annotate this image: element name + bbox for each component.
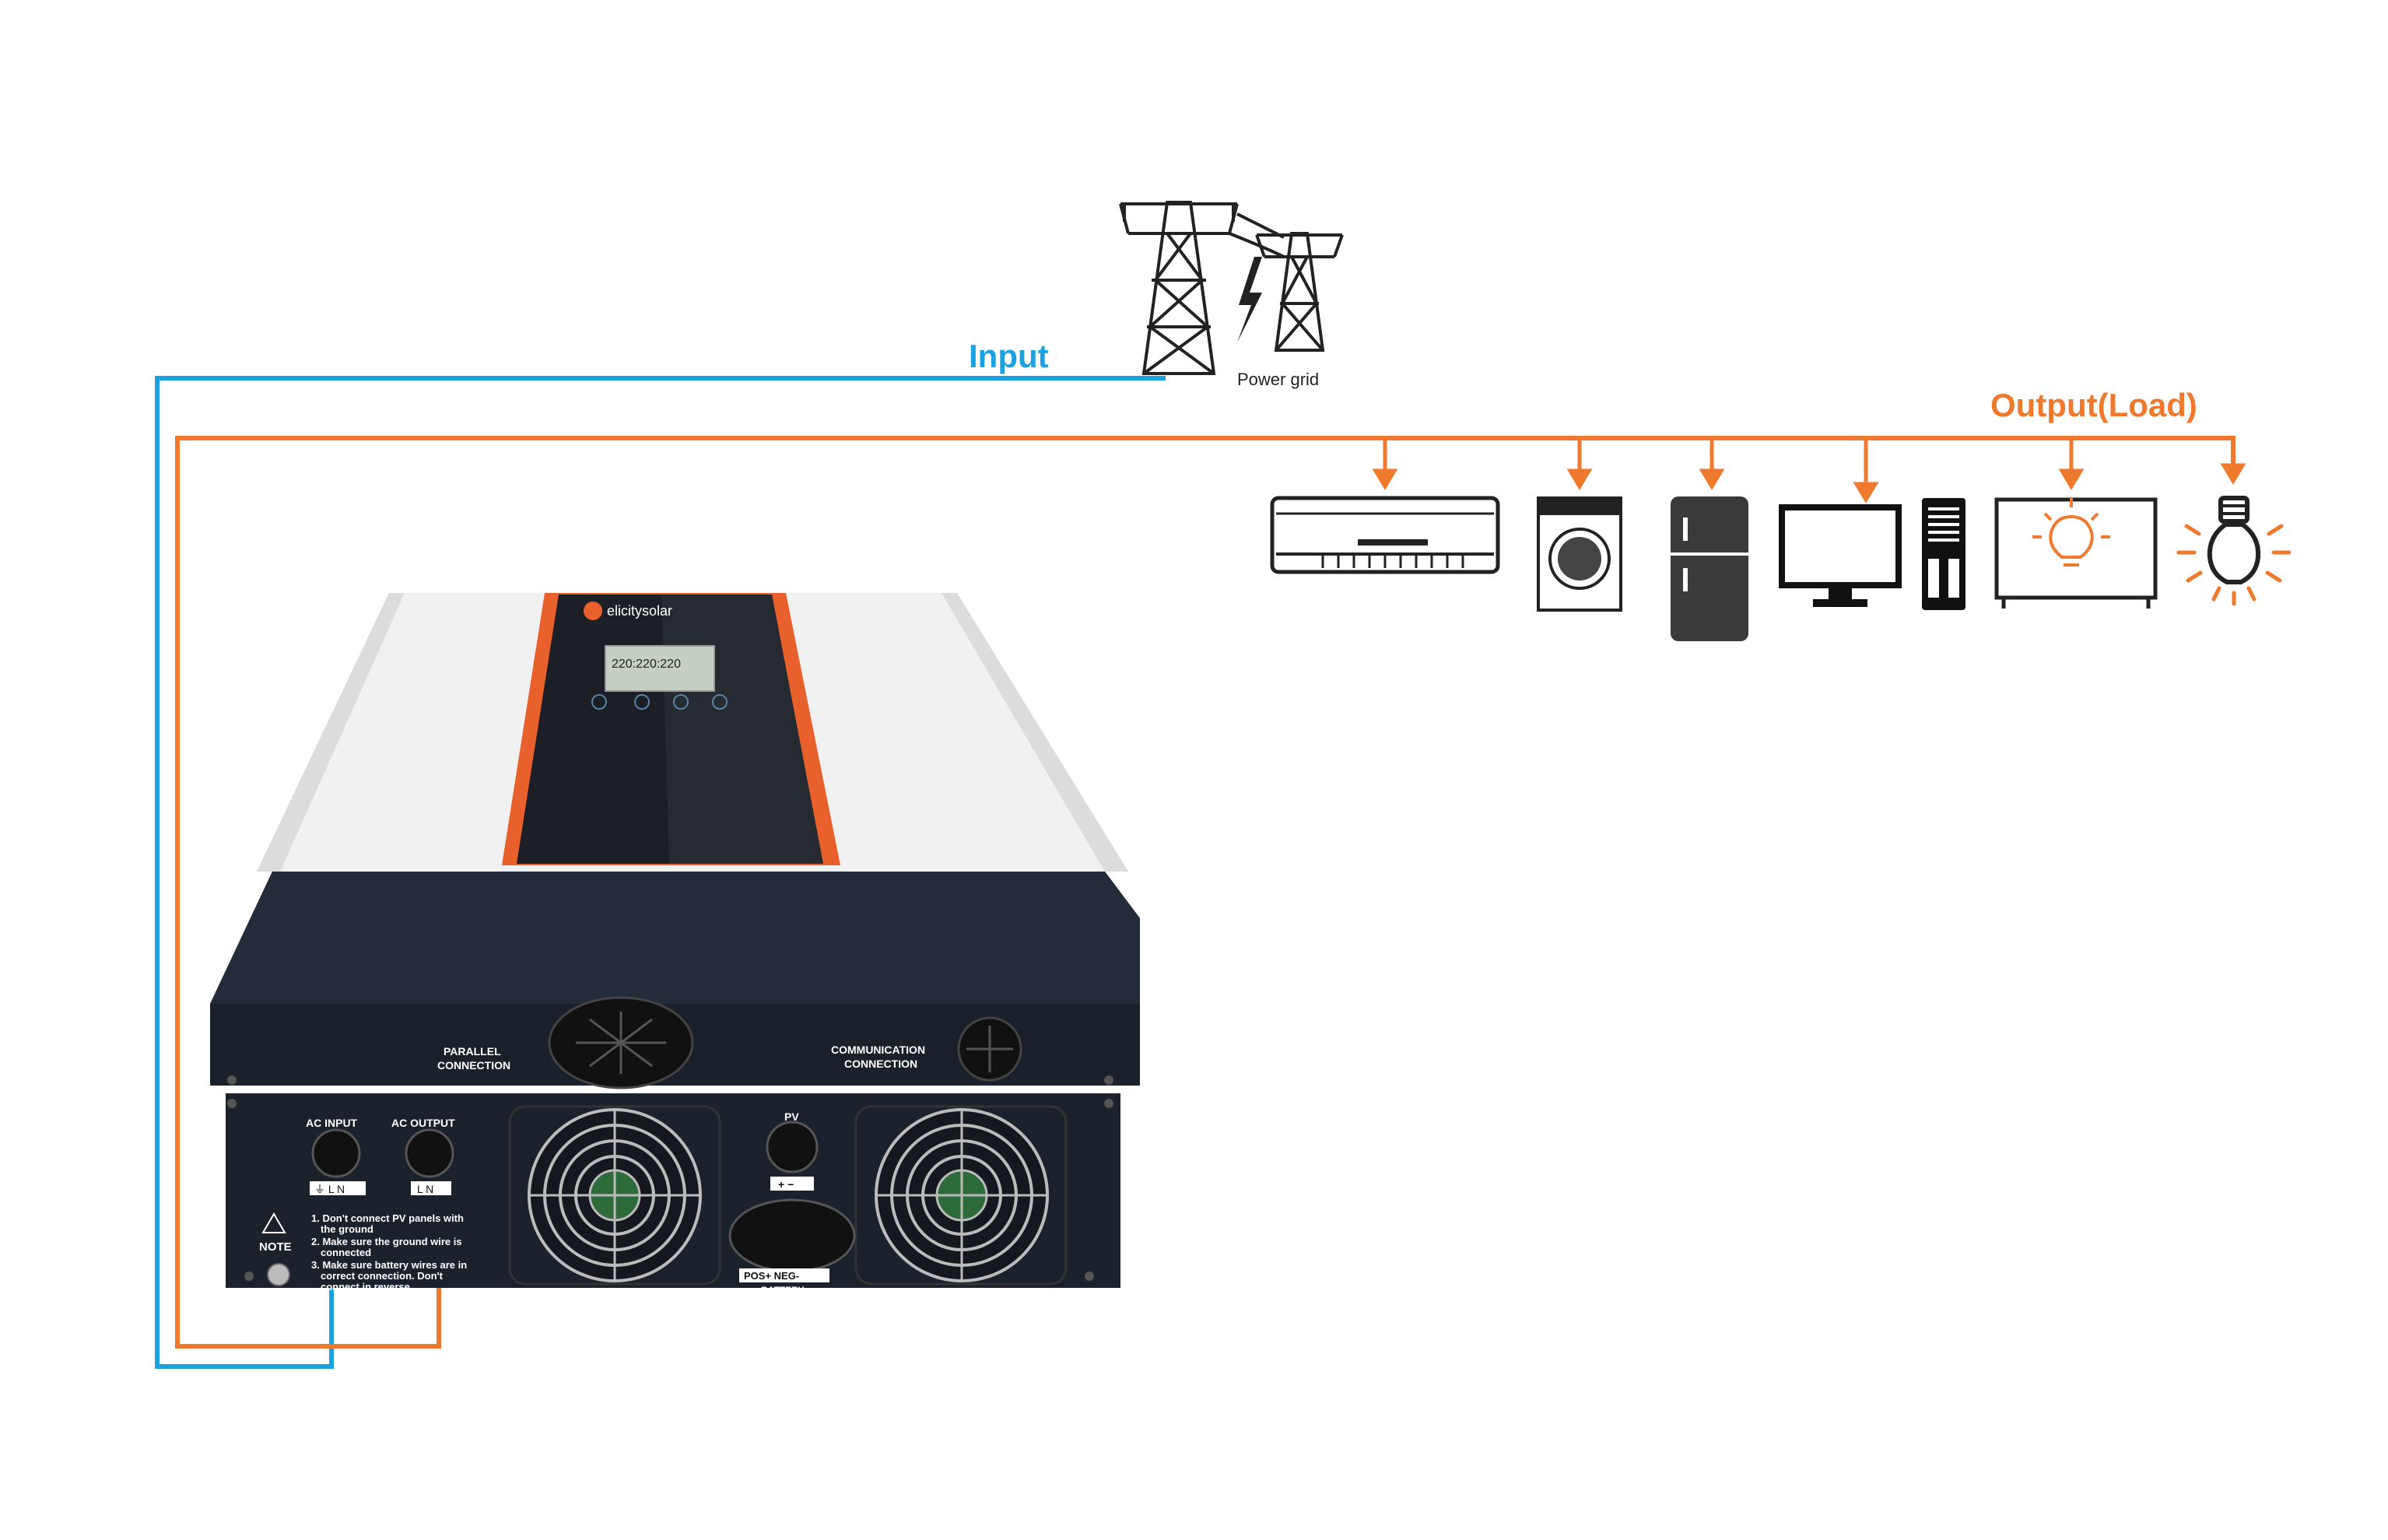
ac-output-label: AC OUTPUT	[391, 1117, 455, 1129]
inverter-brand: elicitysolar	[607, 603, 672, 619]
power-grid-icon	[1119, 201, 1344, 375]
inverter-buttons	[591, 694, 728, 710]
pv-port	[766, 1121, 819, 1173]
ac-input-label: AC INPUT	[306, 1117, 358, 1129]
parallel-label-2: CONNECTION	[437, 1059, 510, 1072]
pv-label: PV	[784, 1110, 799, 1123]
pv-terminals: + −	[778, 1178, 794, 1191]
svg-text:1. Don't connect PV panels wit: 1. Don't connect PV panels with	[311, 1212, 464, 1224]
communication-label-1: COMMUNICATION	[831, 1044, 925, 1056]
refrigerator-icon	[1671, 496, 1748, 641]
input-line	[155, 376, 1166, 1369]
air-conditioner-icon	[1270, 496, 1500, 574]
ac-output-port	[405, 1128, 454, 1178]
output-label: Output(Load)	[1990, 387, 2197, 423]
output-line	[175, 436, 2235, 1349]
cooling-fan-right	[854, 1105, 1068, 1286]
desktop-computer-icon	[1779, 498, 1965, 610]
ac-input-terminals: ⏚ L N	[314, 1183, 345, 1195]
load-drop-arrows	[1372, 438, 2246, 503]
communication-label-2: CONNECTION	[844, 1058, 917, 1070]
note-heading: NOTE	[259, 1240, 292, 1254]
ac-output-terminals: L N	[417, 1183, 433, 1195]
svg-text:connect in reverse.: connect in reverse.	[321, 1281, 413, 1293]
tv-icon	[1994, 497, 2158, 609]
lcd-readout: 220:220:220	[612, 658, 681, 671]
ground-screw-icon	[267, 1263, 290, 1286]
svg-text:2. Make sure the ground wire i: 2. Make sure the ground wire is	[311, 1236, 462, 1247]
inverter-lcd	[605, 645, 715, 692]
parallel-label-1: PARALLEL	[444, 1045, 501, 1058]
panel-screws	[227, 1075, 1113, 1281]
svg-text:connected: connected	[321, 1247, 371, 1258]
washing-machine-icon	[1537, 496, 1622, 612]
svg-text:the ground: the ground	[321, 1223, 373, 1235]
power-grid-label: Power grid	[1237, 370, 1319, 389]
inverter-notes: 1. Don't connect PV panels with the grou…	[311, 1212, 467, 1293]
light-bulb-icon	[2176, 496, 2292, 606]
svg-text:correct connection. Don't: correct connection. Don't	[321, 1270, 444, 1282]
battery-port	[728, 1198, 856, 1273]
battery-label: BATTERY	[761, 1285, 804, 1296]
inverter: elicitysolar 220:220:220 PARALLEL CONNEC…	[210, 593, 1140, 1296]
input-label: Input	[969, 338, 1049, 374]
cooling-fan-left	[508, 1105, 721, 1286]
ac-input-port	[311, 1128, 361, 1178]
battery-terminals: POS+ NEG-	[744, 1270, 799, 1282]
svg-text:3. Make sure battery wires are: 3. Make sure battery wires are in	[311, 1259, 467, 1271]
